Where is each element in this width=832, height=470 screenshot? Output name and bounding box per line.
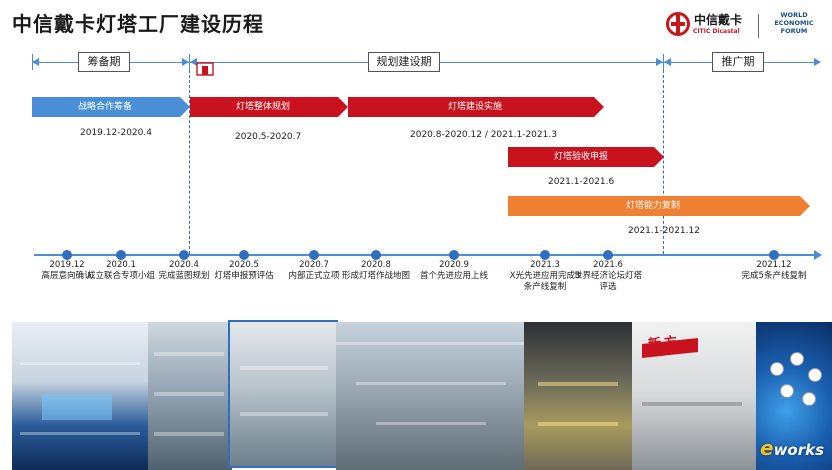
milestone-date: 2020.5 (229, 260, 259, 270)
wef-line-1: WORLD (780, 11, 808, 19)
phase-tick (663, 54, 664, 70)
logo-en-text: CITIC Dicastal (693, 28, 740, 35)
milestone-text: 高层意向确认 (41, 271, 93, 281)
bar-capability-replication: 灯塔能力复制 (508, 196, 810, 216)
divider-2021-6 (663, 70, 664, 254)
factory-photo-workshop (148, 322, 232, 470)
wef-logo: WORLD ECONOMIC FORUM (764, 11, 824, 35)
bar-acceptance: 灯塔验收申报 (508, 147, 664, 167)
milestone-dot (179, 250, 189, 260)
milestone-text: 形成灯塔作战地图 (341, 271, 410, 281)
milestone-date: 2020.4 (169, 260, 199, 270)
factory-photo-production-line (228, 320, 338, 468)
phase-arrow-right-icon (656, 58, 663, 66)
watermark-e: e (760, 436, 774, 460)
timeline-arrow-icon (814, 250, 822, 260)
bar-overall-planning: 灯塔整体规划 (190, 97, 348, 117)
page-title: 中信戴卡灯塔工厂建设历程 (12, 12, 264, 36)
milestone-dot (603, 250, 613, 260)
milestone-dot (62, 250, 72, 260)
milestone-dot (239, 250, 249, 260)
exhibition-banner-text: 新方 (647, 334, 681, 353)
milestone-text: 完成蓝图规划 (158, 271, 210, 281)
milestone-text: 内部正式立项 (288, 271, 340, 281)
phase-tick (189, 54, 190, 70)
phase-arrow-right-icon (182, 58, 189, 66)
phase-tick (32, 54, 33, 70)
phase-arrow-left-icon (190, 58, 197, 66)
milestone-timeline (34, 254, 814, 256)
bar-date: 2020.8-2020.12 / 2021.1-2021.3 (410, 130, 557, 140)
milestone-dot (769, 250, 779, 260)
bar-date: 2021.1-2021.12 (628, 226, 700, 236)
phase-preparation: 筹备期 (78, 52, 130, 72)
bar-date: 2020.5-2020.7 (235, 132, 302, 142)
logo-cn-text: 中信戴卡 (694, 13, 743, 27)
factory-photo-control-room (12, 322, 152, 470)
bar-date: 2021.1-2021.6 (548, 177, 615, 187)
milestone-text: 成立联合专项小组 (86, 271, 155, 281)
milestone-date: 2020.7 (299, 260, 329, 270)
milestone-date: 2021.12 (756, 260, 792, 270)
bar-date: 2019.12-2020.4 (80, 128, 152, 138)
eworks-watermark: eworks (760, 436, 824, 460)
wef-line-3: FORUM (780, 27, 808, 35)
milestone-date: 2021.6 (593, 260, 623, 270)
citic-logo-icon (666, 12, 690, 36)
phase-arrow-left-icon (664, 58, 671, 66)
phase-promotion: 推广期 (712, 52, 764, 72)
milestone-date: 2020.1 (106, 260, 136, 270)
milestone-date: 2019.12 (49, 260, 85, 270)
milestone-date: 2020.9 (439, 260, 469, 270)
milestone-dot (371, 250, 381, 260)
milestone-text: 灯塔申报预评估 (214, 271, 274, 281)
milestone-text: X光先进应用完成3条产线复制 (509, 271, 581, 292)
factory-photo-globe (756, 322, 832, 470)
watermark-text: works (773, 441, 825, 459)
milestone-date: 2021.3 (530, 260, 560, 270)
wef-line-2: ECONOMIC (774, 19, 814, 27)
phase-arrow-right-icon (814, 58, 821, 66)
exhibition-banner (642, 338, 698, 358)
milestone-dot (309, 250, 319, 260)
milestone-dot (449, 250, 459, 260)
milestone-text: 世界经济论坛灯塔评选 (573, 271, 642, 292)
phase-arrow-left-icon (32, 58, 39, 66)
factory-photo-wheels (524, 322, 634, 470)
lighthouse-flag-icon (196, 62, 214, 76)
bar-construction: 灯塔建设实施 (348, 97, 604, 117)
phase-planning-construction: 规划建设期 (368, 52, 440, 72)
logo-separator (758, 14, 759, 38)
milestone-date: 2020.8 (361, 260, 391, 270)
milestone-dot (116, 250, 126, 260)
milestone-text: 首个先进应用上线 (419, 271, 488, 281)
divider-2020-4 (189, 70, 190, 254)
milestone-dot (540, 250, 550, 260)
milestone-text: 完成5条产线复制 (741, 271, 807, 281)
factory-photo-hall (336, 322, 526, 470)
bar-strategic-cooperation: 战略合作筹备 (32, 97, 190, 117)
